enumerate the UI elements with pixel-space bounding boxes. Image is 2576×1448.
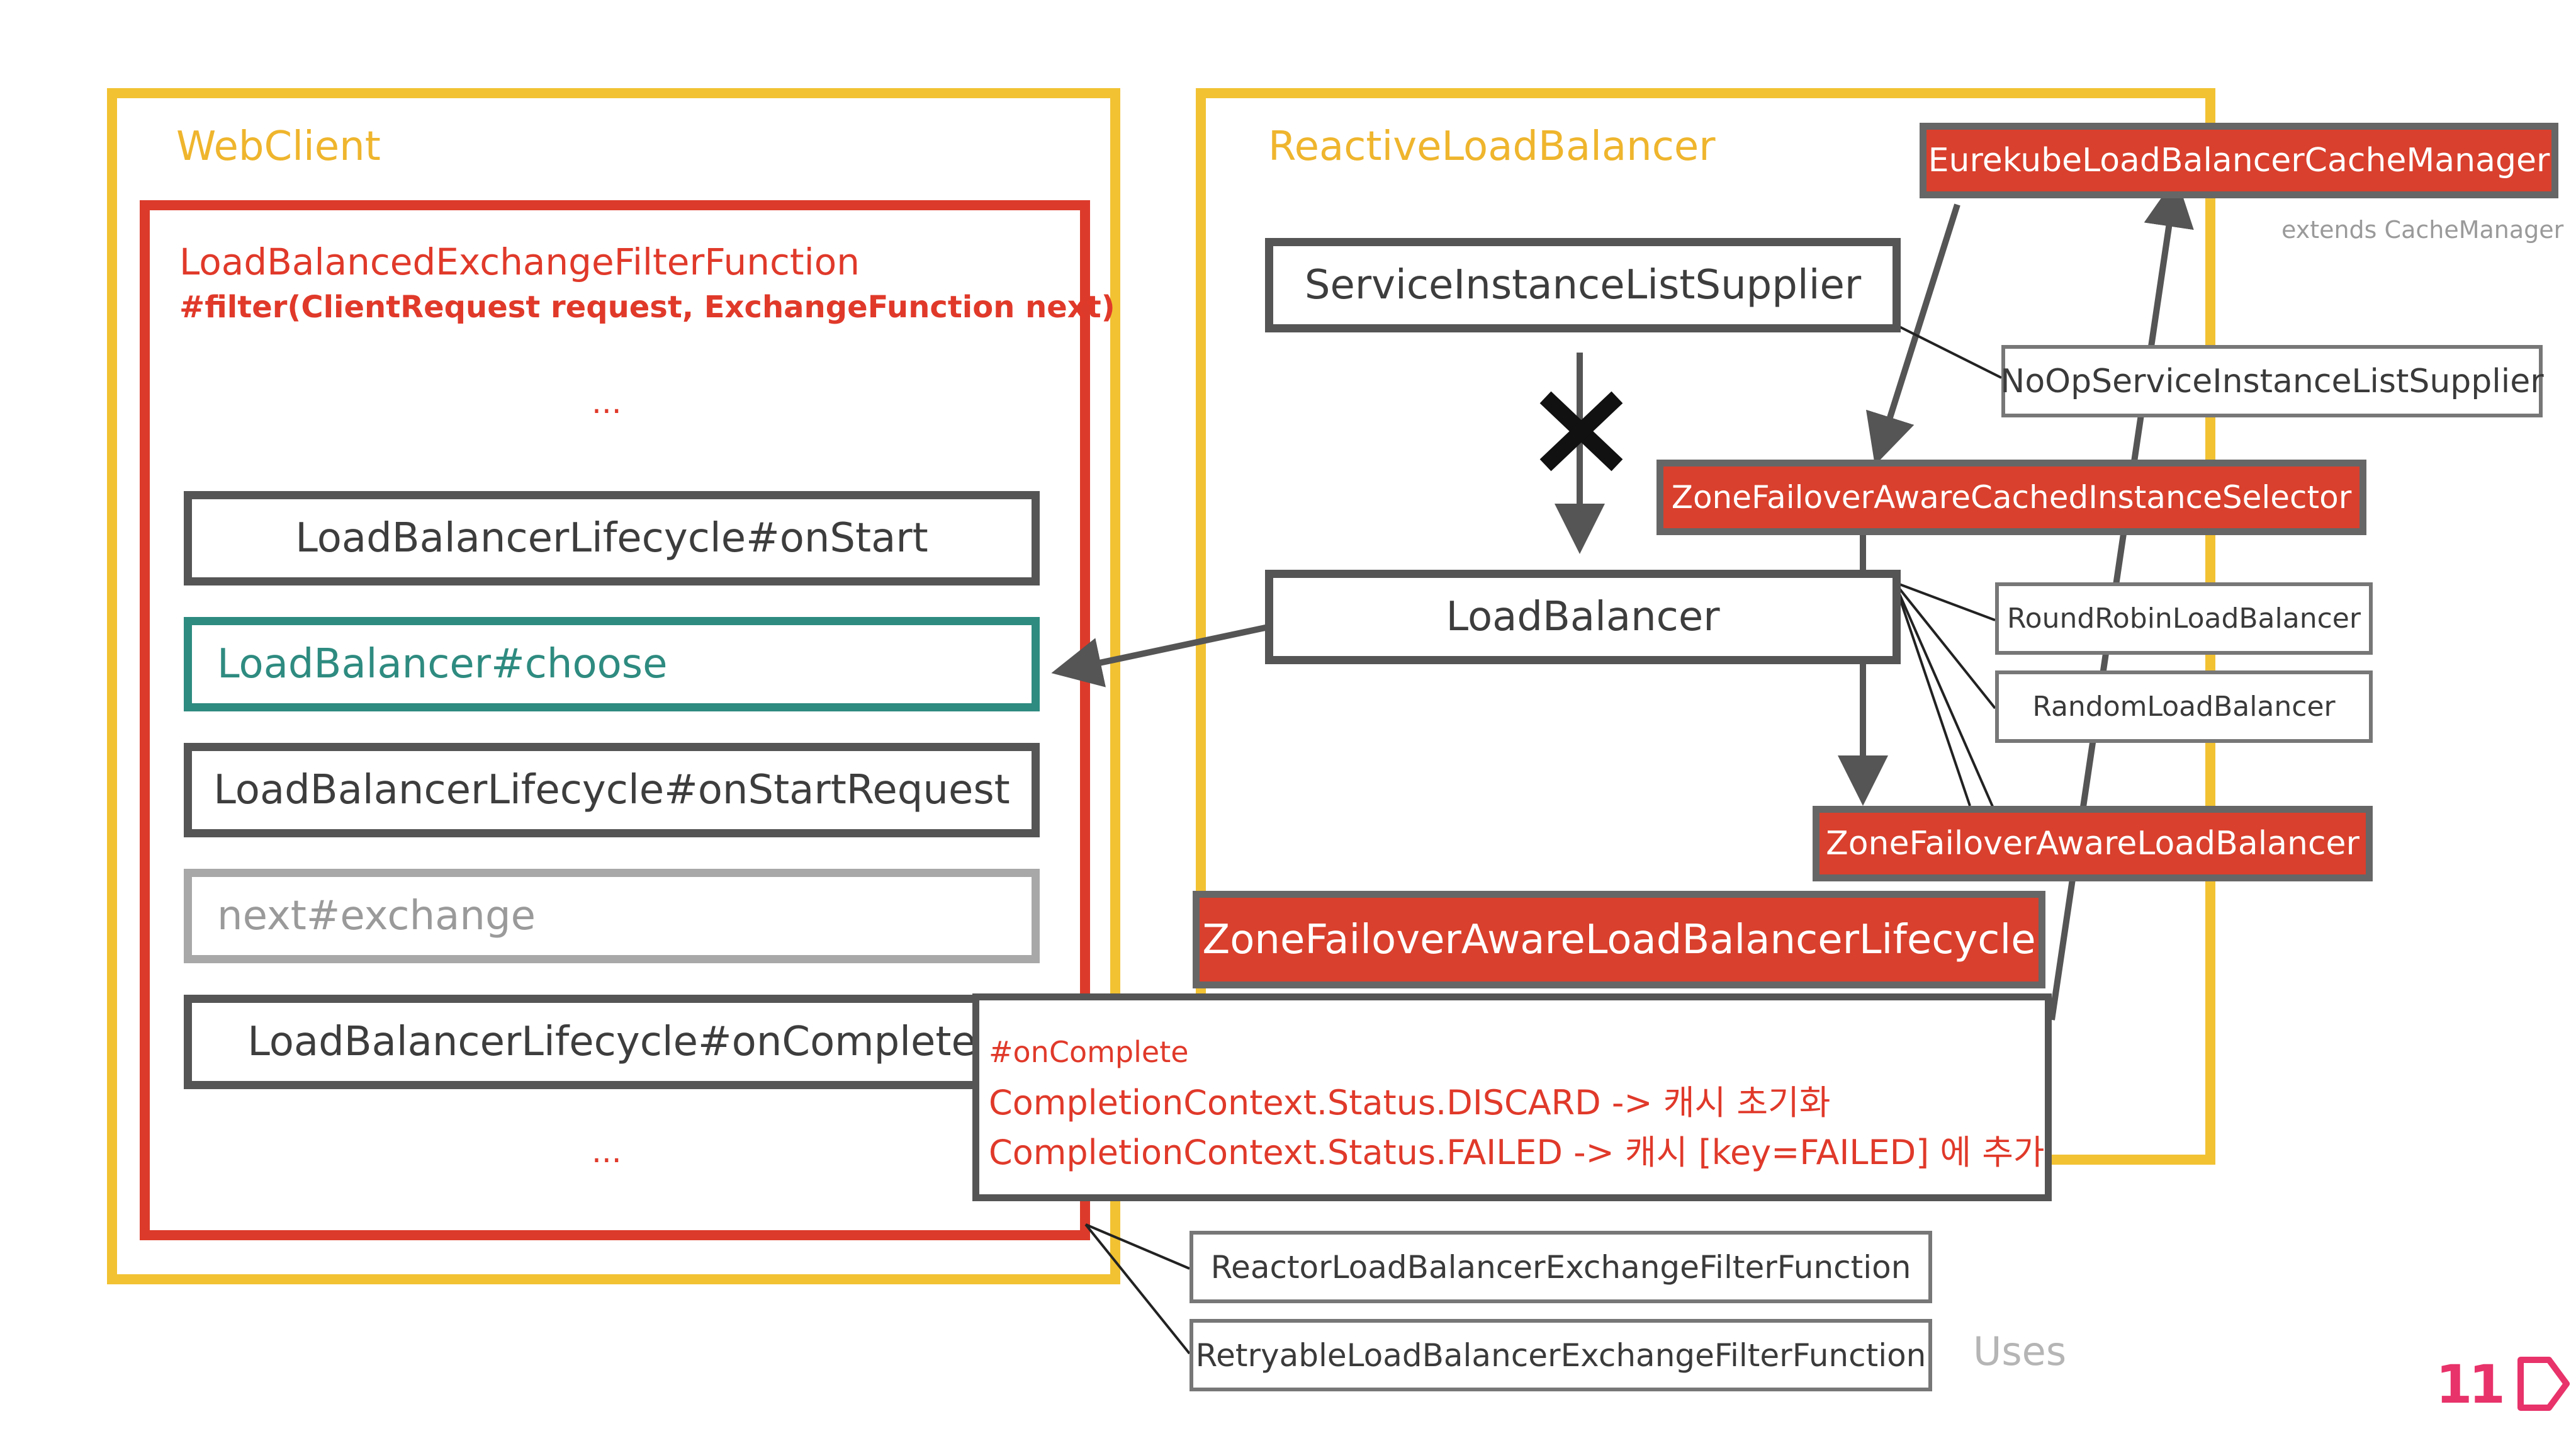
on-complete-note-line2: CompletionContext.Status.FAILED -> 캐시 [k… (989, 1133, 2045, 1172)
reactive-load-balancer-title: ReactiveLoadBalancer (1268, 123, 1716, 170)
logo-arrow-icon (2517, 1357, 2570, 1411)
step-on-complete: LoadBalancerLifecycle#onComplete (184, 995, 1040, 1089)
cache-manager-box: EurekubeLoadBalancerCacheManager (1920, 123, 2558, 198)
zone-load-balancer-box: ZoneFailoverAwareLoadBalancer (1813, 806, 2373, 881)
service-instance-list-supplier: ServiceInstanceListSupplier (1265, 238, 1901, 332)
webclient-title: WebClient (176, 123, 381, 170)
filter-function-frame (140, 200, 1090, 1240)
step-choose: LoadBalancer#choose (184, 617, 1040, 711)
logo-text: 11 (2436, 1354, 2506, 1415)
on-complete-note: #onComplete CompletionContext.Status.DIS… (972, 993, 2052, 1201)
ellipsis-top: ... (592, 384, 622, 421)
round-robin-box: RoundRobinLoadBalancer (1995, 582, 2373, 655)
step-next-exchange: next#exchange (184, 869, 1040, 963)
step-on-start: LoadBalancerLifecycle#onStart (184, 491, 1040, 585)
filter-function-title: LoadBalancedExchangeFilterFunction (179, 240, 860, 283)
ellipsis-bottom: ... (592, 1133, 622, 1170)
instance-selector-box: ZoneFailoverAwareCachedInstanceSelector (1656, 460, 2366, 535)
noop-supplier-box: NoOpServiceInstanceListSupplier (2000, 345, 2544, 417)
step-on-start-request: LoadBalancerLifecycle#onStartRequest (184, 743, 1040, 837)
load-balancer-box: LoadBalancer (1265, 570, 1901, 664)
cache-manager-note: extends CacheManager (2281, 216, 2564, 244)
reactor-filter-function-box: ReactorLoadBalancerExchangeFilterFunctio… (1190, 1231, 1932, 1303)
webclient-frame (107, 88, 1120, 1284)
on-complete-note-heading: #onComplete (989, 1035, 1189, 1069)
random-box: RandomLoadBalancer (1995, 670, 2373, 743)
on-complete-note-line1: CompletionContext.Status.DISCARD -> 캐시 초… (989, 1083, 1831, 1123)
uses-label: Uses (1973, 1328, 2067, 1374)
filter-function-signature: #filter(ClientRequest request, ExchangeF… (179, 290, 1115, 325)
retryable-filter-function-box: RetryableLoadBalancerExchangeFilterFunct… (1190, 1319, 1932, 1391)
lifecycle-box: ZoneFailoverAwareLoadBalancerLifecycle (1193, 891, 2045, 988)
